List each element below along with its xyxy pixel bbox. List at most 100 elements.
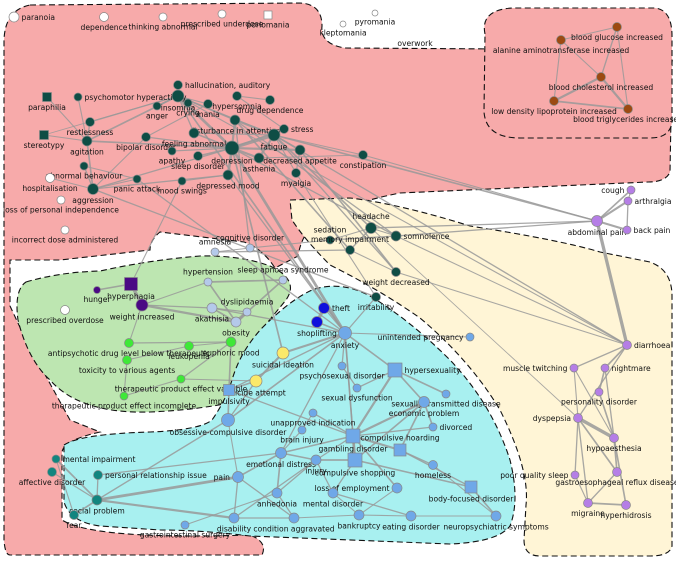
edge-disturbance_in_attention--memory_impairment: [234, 119, 351, 251]
edge-nightmare--hypoaesthesia: [604, 367, 615, 439]
edge-leukopenia--euphoric_mood: [188, 341, 232, 347]
edge-weight_increased--antipsychotic_drug_level: [128, 304, 143, 344]
node-leukopenia: leukopenia: [168, 341, 210, 361]
node-label: mood swings: [157, 187, 207, 196]
node-marker: [99, 12, 109, 22]
node-label: dyspepsia: [533, 414, 571, 423]
edge-depression--anxiety: [230, 146, 347, 335]
edge-agitation--depression: [86, 140, 233, 149]
edge-weight_decreased--diarrhoea: [395, 271, 628, 346]
node-marker: [171, 89, 185, 103]
node-irritability: irritability: [358, 292, 395, 312]
node-suicide-attempt: suicide attempt: [226, 374, 286, 398]
edge-dyspepsia--gastroesophageal_reflux_disease: [577, 417, 618, 473]
node-marker: [249, 374, 263, 388]
edge-obesity--sleep_apnoea_syndrome: [235, 279, 284, 323]
node-label: irritability: [358, 303, 395, 312]
node-marker: [294, 144, 306, 156]
node-label: compulsive shopping: [315, 469, 396, 478]
node-gambling-disorder: gambling disorder: [318, 428, 388, 454]
node-personal-relationship-issue: personal relationship issue: [93, 470, 207, 480]
node-marker: [39, 130, 49, 140]
node-marker: [297, 425, 307, 435]
edge-hyperphagia--mood_swings: [130, 180, 183, 285]
node-marker: [622, 340, 632, 350]
node-hypersexuality: hypersexuality: [387, 362, 461, 378]
node-injury: injury: [305, 454, 327, 476]
node-blood-triglycerides-increased: blood triglycerides increased: [573, 104, 676, 124]
edge-abdominal_pain--fatigue: [273, 134, 598, 222]
node-marker: [490, 510, 502, 522]
node-cognitive-disorder: cognitive disorder: [216, 234, 285, 253]
node-unintended-pregnancy: unintended pregnancy: [378, 332, 475, 342]
node-marker: [51, 454, 61, 464]
node-label: restlessness: [67, 128, 114, 137]
node-migraine: migraine: [571, 498, 605, 518]
node-label: anhedonia: [257, 500, 297, 509]
edge-pain--condition_aggravated: [237, 476, 295, 519]
node-marker: [203, 277, 213, 287]
node-marker: [210, 247, 220, 257]
node-marker: [225, 336, 237, 348]
edge-fatigue--diarrhoea: [273, 134, 628, 346]
node-marker: [288, 512, 300, 524]
node-marker: [124, 277, 138, 291]
edge-low_density_lipoprotein_increased--blood_triglycerides_increased: [553, 100, 629, 110]
node-constipation: constipation: [340, 150, 387, 170]
node-label: paraphilia: [28, 103, 66, 112]
edge-hypersomnia--stress: [236, 95, 285, 130]
node-marker: [60, 225, 70, 235]
edge-abdominal_pain--somnolence: [395, 220, 598, 237]
edge-akathisia--anxiety: [211, 307, 346, 334]
node-marker: [188, 127, 200, 139]
node-marker: [56, 195, 66, 205]
edge-aggression--irritability: [92, 188, 377, 298]
edge-psychomotor_hyperactivity--agitation: [77, 96, 88, 142]
node-label: obsessive-compulsive disorder: [170, 428, 288, 437]
node-marker: [591, 215, 603, 227]
node-label: social problem: [69, 507, 125, 516]
edge-hypersomnia--drug_dependence: [236, 95, 271, 101]
node-label: disability: [217, 525, 252, 534]
node-compulsive-hoarding: compulsive hoarding: [360, 434, 440, 457]
node-antipsychotic-drug-level: antipsychotic drug level below therapeut…: [48, 338, 210, 358]
node-marker: [612, 467, 622, 477]
node-alanine-aminotransferase-increased: alanine aminotransferase increased: [493, 35, 629, 55]
node-label: homeless: [415, 471, 451, 480]
node-label: unintended pregnancy: [378, 333, 464, 342]
edge-abdominal_pain--diarrhoea: [595, 219, 629, 347]
node-marker: [230, 316, 242, 328]
node-blood-cholesterol-increased: blood cholesterol increased: [549, 72, 653, 92]
node-pyromania: pyromania: [355, 9, 395, 27]
node-hallucination-auditory: hallucination, auditory: [173, 80, 271, 90]
node-marker: [570, 470, 580, 480]
node-marker: [594, 387, 604, 397]
edge-social_problem--pain: [95, 475, 240, 502]
node-label: migraine: [571, 509, 605, 518]
node-label: kleptomania: [319, 29, 366, 38]
node-marker: [622, 225, 632, 235]
node-label: body-focused disorder: [429, 495, 515, 504]
node-label: impulsivity: [208, 397, 250, 406]
node-label: drug dependence: [237, 106, 304, 115]
node-marker: [325, 235, 335, 245]
node-marker: [217, 9, 227, 19]
node-marker: [310, 454, 322, 466]
node-label: poor quality sleep: [500, 471, 568, 480]
node-marker: [222, 169, 234, 181]
node-disability: disability: [217, 512, 252, 534]
node-thinking-abnormal: thinking abnormal: [128, 12, 198, 32]
node-stress: stress: [279, 124, 314, 134]
edge-dyspepsia--migraine: [577, 417, 589, 504]
node-label: sleep apnoea syndrome: [237, 266, 328, 275]
edge-pain--disability: [233, 476, 239, 519]
node-label: hypersomnia: [212, 102, 262, 111]
edge-aggression--bipolar_disorder: [92, 136, 147, 190]
node-marker: [337, 361, 347, 371]
node-marker: [69, 510, 79, 520]
node-feeling-abnormal: feeling abnormal: [162, 127, 226, 149]
node-eating-disorder: eating disorder: [382, 510, 441, 532]
node-marker: [81, 135, 93, 147]
node-marker: [405, 510, 417, 522]
node-marker: [79, 161, 89, 171]
